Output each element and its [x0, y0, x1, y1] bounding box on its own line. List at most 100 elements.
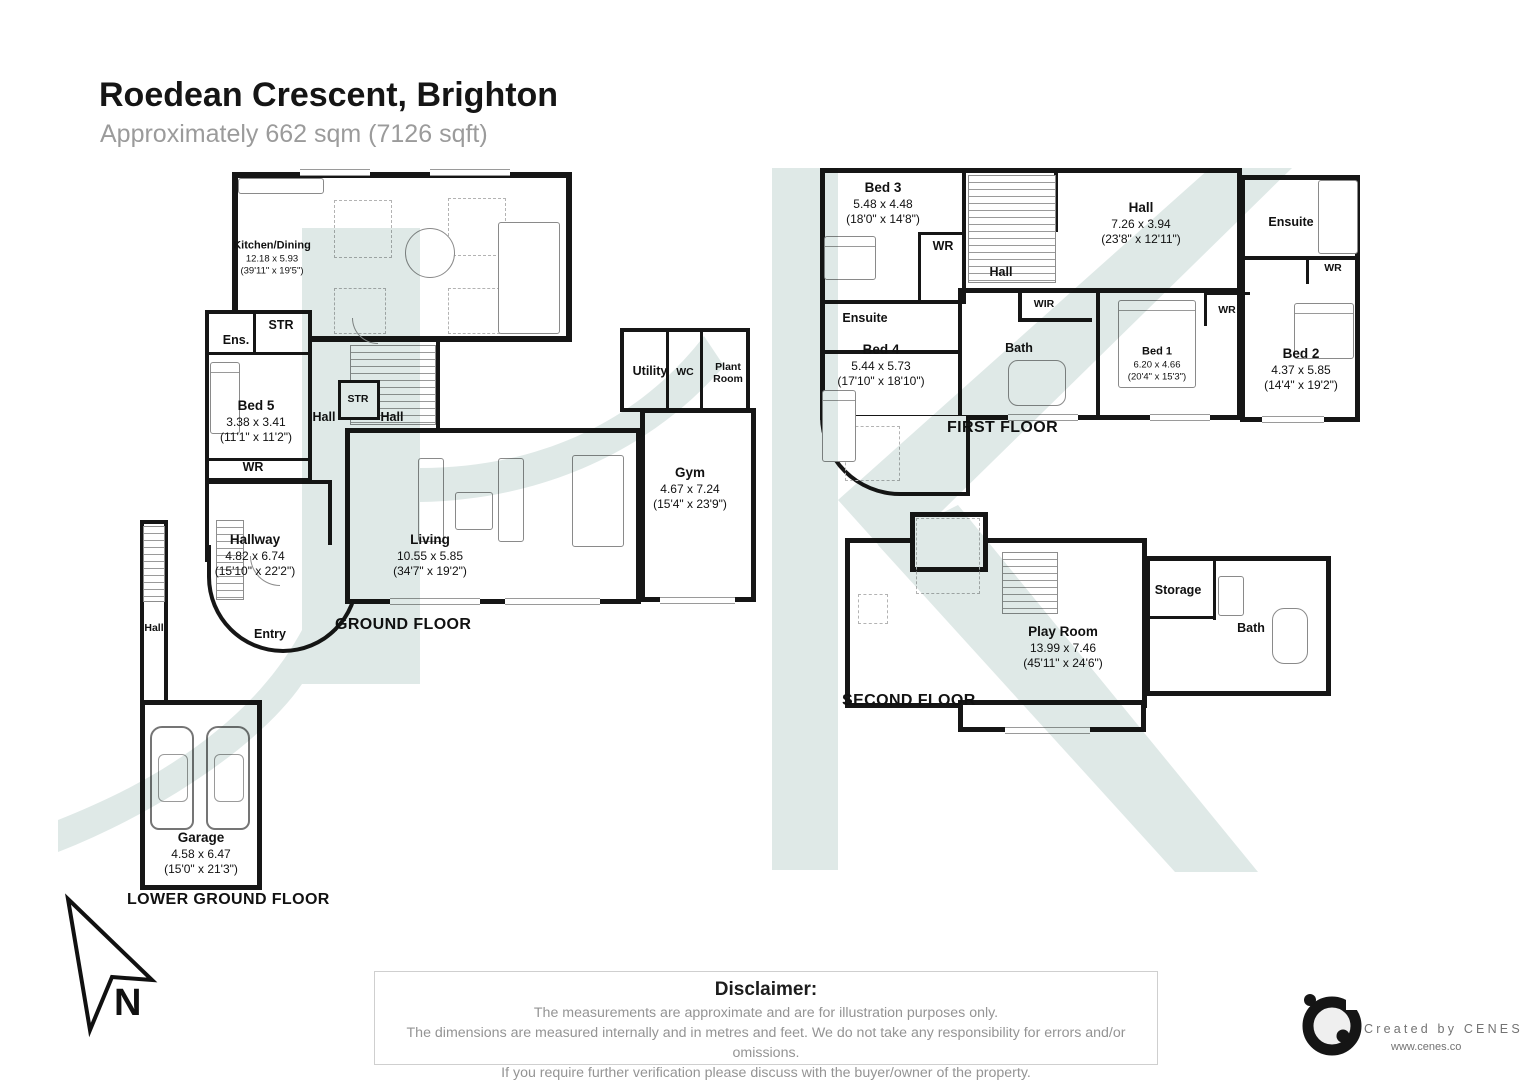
wall — [918, 232, 921, 302]
page-subtitle: Approximately 662 sqm (7126 sqft) — [100, 120, 488, 148]
wall — [958, 288, 1242, 293]
stairs — [1002, 552, 1058, 614]
room-label-bath: Bath — [1005, 341, 1033, 355]
wall — [920, 232, 964, 235]
wall — [1147, 616, 1215, 619]
wall — [822, 300, 964, 304]
room-label-wc: WC — [676, 366, 694, 378]
room-label-wr: WR — [932, 239, 954, 253]
room-label-utility: Utility — [632, 364, 668, 378]
room-label-hall: Hall — [989, 265, 1013, 279]
wall — [253, 312, 256, 354]
room-label-hall: Hall — [144, 622, 164, 634]
room-label-hall: Hall — [380, 410, 404, 424]
room-label-str: STR — [268, 318, 294, 332]
room-label-bed3: Bed 3 5.48 x 4.48 (18'0" x 14'8") — [846, 179, 920, 227]
furniture-table — [455, 492, 493, 530]
wall — [700, 330, 703, 410]
car — [206, 726, 250, 830]
disclaimer-line: The measurements are approximate and are… — [533, 1005, 999, 1021]
disclaimer-line: The dimensions are measured internally a… — [406, 1024, 1126, 1061]
room-label-bed2: Bed 2 4.37 x 5.85 (14'4" x 19'2") — [1264, 345, 1338, 393]
furniture-bathtub — [1272, 608, 1308, 664]
wall — [207, 352, 309, 355]
furniture-dining-table — [405, 228, 455, 278]
room-label-gym: Gym 4.67 x 7.24 (15'4" x 23'9") — [653, 464, 727, 512]
room-label-wir: WIR — [1033, 298, 1055, 310]
furniture-bed — [822, 390, 856, 462]
north-label: N — [114, 982, 142, 1024]
room-label-storage: Storage — [1154, 583, 1202, 597]
wall — [1096, 288, 1100, 418]
room-label-hallway: Hallway 4.82 x 6.74 (15'10" x 22'2") — [214, 531, 296, 579]
room-label-playroom: Play Room 13.99 x 7.46 (45'11" x 24'6") — [1023, 623, 1103, 671]
ceiling-detail — [334, 200, 392, 258]
credit-block: Created by CENES www.cenes.co — [1296, 992, 1526, 1072]
ceiling-detail — [858, 594, 888, 624]
furniture-unit — [498, 222, 560, 334]
window — [300, 169, 370, 176]
wall — [1204, 292, 1207, 326]
wall — [436, 342, 440, 430]
room-label-ens: Ens. — [222, 333, 250, 347]
window — [1150, 414, 1210, 421]
room-label-garage: Garage 4.58 x 6.47 (15'0" x 21'3") — [164, 829, 238, 877]
floor-label-lower-ground: LOWER GROUND FLOOR — [127, 891, 330, 908]
disclaimer-box: Disclaimer: The measurements are approxi… — [374, 971, 1158, 1080]
stairs — [143, 526, 165, 602]
wall — [1306, 256, 1309, 284]
ceiling-detail — [916, 518, 980, 594]
car — [150, 726, 194, 830]
disclaimer-line: If you require further verification plea… — [501, 1064, 1031, 1080]
room-label-bed1: Bed 1 6.20 x 4.66 (20'4" x 15'3") — [1127, 345, 1187, 382]
wall — [958, 288, 962, 418]
room-label-bed4: Bed 4 5.44 x 5.73 (17'10" x 18'10") — [837, 341, 925, 389]
furniture-counter — [238, 178, 324, 194]
window — [1262, 416, 1324, 423]
wall — [1018, 318, 1092, 322]
disclaimer-heading: Disclaimer: — [714, 979, 818, 1000]
wall — [1213, 558, 1216, 620]
window — [1005, 727, 1090, 734]
room-label-wr: WR — [1324, 262, 1342, 274]
floor-label-ground: GROUND FLOOR — [335, 616, 472, 633]
room-label-hall: Hall — [312, 410, 336, 424]
floor-label-second: SECOND FLOOR — [842, 692, 976, 709]
furniture-sofa — [498, 458, 524, 542]
room-label-str: STR — [347, 393, 369, 405]
credit-text: Created by CENES — [1364, 1022, 1523, 1036]
credit-url: www.cenes.co — [1391, 1041, 1462, 1053]
room-label-wr: WR — [1218, 304, 1236, 316]
room-label-living: Living 10.55 x 5.85 (34'7" x 19'2") — [393, 531, 467, 579]
compass: N — [52, 890, 182, 1050]
furniture-wardrobe — [1318, 180, 1358, 254]
room-label-wr: WR — [242, 460, 264, 474]
floor-label-first: FIRST FLOOR — [947, 419, 1059, 436]
room-label-entry: Entry — [254, 627, 286, 641]
furniture-bed — [210, 362, 240, 434]
room-label-plant-room: Plant Room — [713, 360, 743, 385]
furniture-shower — [1218, 576, 1244, 616]
wall — [962, 170, 966, 304]
window — [660, 597, 735, 604]
room-label-hall-main: Hall 7.26 x 3.94 (23'8" x 12'11") — [1101, 199, 1181, 247]
room-label-ensuite: Ensuite — [1268, 215, 1314, 229]
window — [390, 598, 480, 605]
furniture-bed — [824, 236, 876, 280]
room-label-bath: Bath — [1237, 621, 1265, 635]
room-label-ensuite: Ensuite — [842, 311, 888, 325]
page-title: Roedean Crescent, Brighton — [99, 76, 559, 114]
wall — [1018, 288, 1022, 322]
room-label-kitchen: Kitchen/Dining 12.18 x 5.93 (39'11" x 19… — [233, 239, 311, 276]
cenes-logo-icon — [1302, 994, 1362, 1056]
wall — [207, 458, 309, 461]
furniture-bathtub — [1008, 360, 1066, 406]
window — [505, 598, 600, 605]
window — [430, 169, 510, 176]
stairs — [216, 520, 244, 600]
ceiling-detail — [448, 288, 500, 334]
room-label-bed5: Bed 5 3.38 x 3.41 (11'1" x 11'2") — [219, 397, 293, 445]
wall — [1242, 256, 1360, 260]
furniture-bed — [1294, 303, 1354, 359]
